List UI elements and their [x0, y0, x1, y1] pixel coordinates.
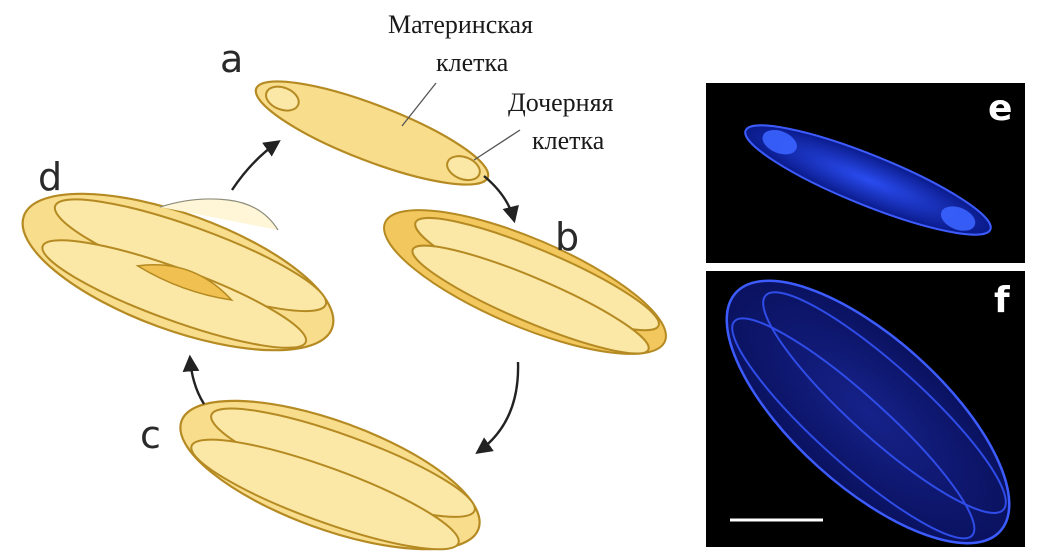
stage-label-a: a	[220, 37, 243, 81]
mother-cell-leader	[402, 83, 436, 126]
micrograph-panel-f: f	[686, 238, 1041, 560]
mother-cell-label-line1: Материнская	[388, 10, 533, 39]
cell-stage-b	[368, 182, 682, 382]
arrow-d-to-a	[232, 142, 278, 190]
arrow-c-to-d	[190, 358, 204, 404]
daughter-cell-label-line1: Дочерняя	[508, 88, 614, 117]
stage-label-b: b	[555, 215, 579, 259]
cell-stage-c	[163, 370, 497, 560]
mother-cell-label-line2: клетка	[436, 48, 509, 77]
arrow-a-to-b	[484, 176, 514, 220]
daughter-cell-label-line2: клетка	[532, 126, 605, 155]
cell-stage-a	[246, 62, 498, 203]
arrow-b-to-c	[478, 362, 518, 452]
stage-label-c: c	[140, 413, 161, 457]
panel-label-f: f	[994, 280, 1010, 321]
daughter-cell-leader	[474, 130, 520, 160]
panel-label-e: e	[988, 88, 1012, 129]
micrograph-panel-e: e	[706, 83, 1025, 263]
stage-label-d: d	[38, 155, 62, 199]
